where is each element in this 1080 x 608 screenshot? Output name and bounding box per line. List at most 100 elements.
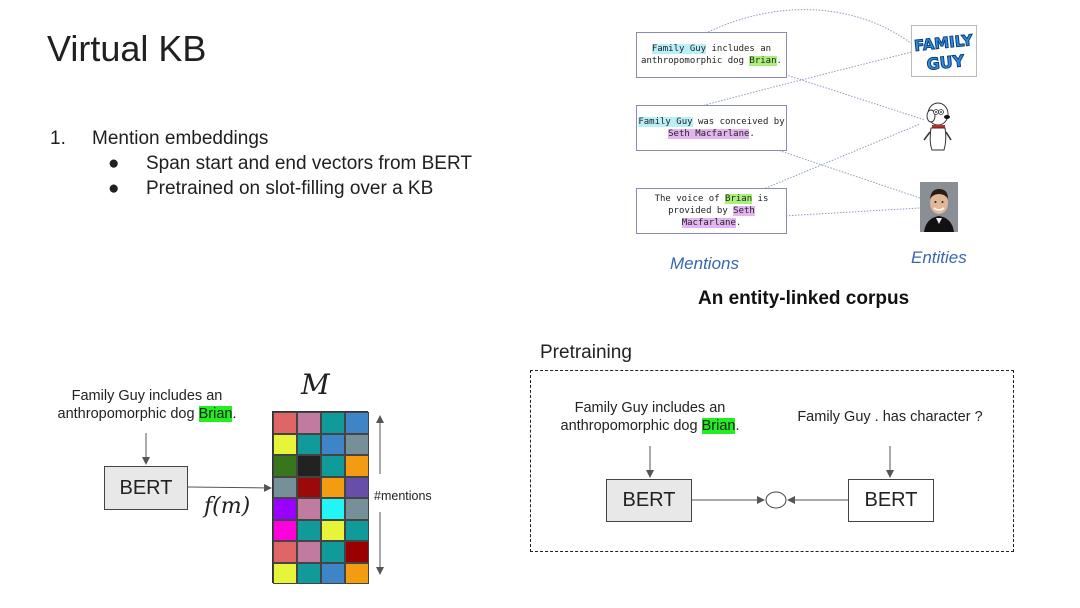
slide-title: Virtual KB [47,28,207,69]
matrix-cell [297,412,321,434]
bullet-text: Span start and end vectors from BERT [146,153,472,174]
mention-span: Brian [725,194,753,204]
matrix-cell [297,562,321,584]
pretraining-left-bert-box: BERT [606,479,692,522]
arrow-bert-to-matrix [187,483,272,492]
bullet-icon: ● [108,178,120,199]
bullet-icon: ● [108,153,120,174]
matrix-cell [273,433,297,455]
dot-product-node [765,491,787,509]
mention-line: Family Guy was conceived by [637,116,786,128]
matrix-cell [321,412,345,434]
mention-span: The voice of [654,194,726,204]
bullet-text: Pretrained on slot-filling over a KB [146,178,434,199]
matrix-cell [321,498,345,520]
matrix-cell [297,476,321,498]
sentence-text: anthropomorphic dog [560,418,702,434]
sentence-highlight: Brian [701,418,736,434]
logo-text: GUY [926,51,966,74]
sentence-line: Family Guy includes an [574,400,726,416]
memory-matrix-label: M [301,368,330,401]
matrix-cell [297,519,321,541]
fm-label: f(m) [204,494,251,519]
matrix-cell [345,476,369,498]
sentence-line: Family Guy includes an [71,388,223,404]
family-guy-logo-icon: FAMILY GUY [911,25,977,77]
matrix-cell [345,498,369,520]
matrix-cell [345,562,369,584]
matrix-cell [321,541,345,563]
pretraining-sentence: Family Guy includes an anthropomorphic d… [555,399,745,435]
corpus-caption: An entity-linked corpus [698,288,910,309]
mention-box-3: The voice of Brian is provided by Seth M… [636,188,787,234]
seth-macfarlane-photo-icon [920,182,958,232]
pretraining-label: Pretraining [540,342,632,363]
mention-line: anthropomorphic dog Brian. [637,55,786,67]
mention-span: . [776,56,782,66]
mention-span: anthropomorphic dog [641,56,750,66]
matrix-cell [345,412,369,434]
matrix-cell [345,519,369,541]
mention-span: . [749,129,755,139]
matrix-cell [273,519,297,541]
matrix-cell [297,541,321,563]
pretraining-box [530,370,1014,552]
mention-span: Family Guy [651,44,707,54]
brian-dog-icon [920,100,956,154]
matrix-cell [321,455,345,477]
mention-span: Brian [749,56,777,66]
sentence-text: anthropomorphic dog [57,406,199,422]
bullet-item: ● Span start and end vectors from BERT [108,151,472,176]
matrix-cell [321,433,345,455]
mention-box-1: Family Guy includes an anthropomorphic d… [636,32,787,78]
matrix-cell [321,476,345,498]
matrix-cell [345,433,369,455]
sentence-text: . [735,418,740,434]
mention-box-2: Family Guy was conceived by Seth Macfarl… [636,105,787,151]
matrix-cell [273,412,297,434]
mentions-axis-label: #mentions [374,489,432,503]
mention-span: was conceived by [692,117,785,127]
matrix-cell [273,562,297,584]
mention-span: includes an [706,44,772,54]
mention-line: The voice of Brian is [637,193,786,205]
matrix-cell [273,476,297,498]
matrix-cell [297,455,321,477]
entities-caption: Entities [911,248,967,267]
matrix-cell [273,455,297,477]
matrix-cell [273,541,297,563]
mention-span: Seth Macfarlane [668,129,750,139]
mention-line: Seth Macfarlane. [637,128,786,140]
mention-line: Family Guy includes an [637,43,786,55]
sentence-highlight: Brian [198,406,233,422]
bullet-item: ● Pretrained on slot-filling over a KB [108,176,433,201]
matrix-cell [321,519,345,541]
matrix-cell [273,498,297,520]
link-line [782,207,921,217]
mention-span: . [735,218,742,228]
link-line [699,9,913,45]
encoder-sentence: Family Guy includes an anthropomorphic d… [52,387,242,423]
mentions-caption: Mentions [670,254,739,273]
sentence-line: anthropomorphic dog Brian. [52,405,242,423]
encoder-bert-box: BERT [104,466,188,510]
matrix-cell [345,455,369,477]
mention-line: provided by Seth Macfarlane. [637,205,786,229]
link-line [776,71,926,121]
mention-span: is [752,194,769,204]
mention-span: provided by [668,206,734,216]
pretraining-right-bert-box: BERT [848,479,934,522]
memory-matrix [272,411,369,584]
list-item-number: 1. [50,128,66,149]
pretraining-query: Family Guy . has character ? [797,409,983,425]
list-item-text: Mention embeddings [92,128,269,149]
sentence-line: anthropomorphic dog Brian. [555,417,745,435]
mention-span: Family Guy [638,117,693,127]
matrix-cell [297,433,321,455]
matrix-cell [345,541,369,563]
matrix-cell [321,562,345,584]
sentence-text: . [232,406,237,422]
matrix-cell [297,498,321,520]
